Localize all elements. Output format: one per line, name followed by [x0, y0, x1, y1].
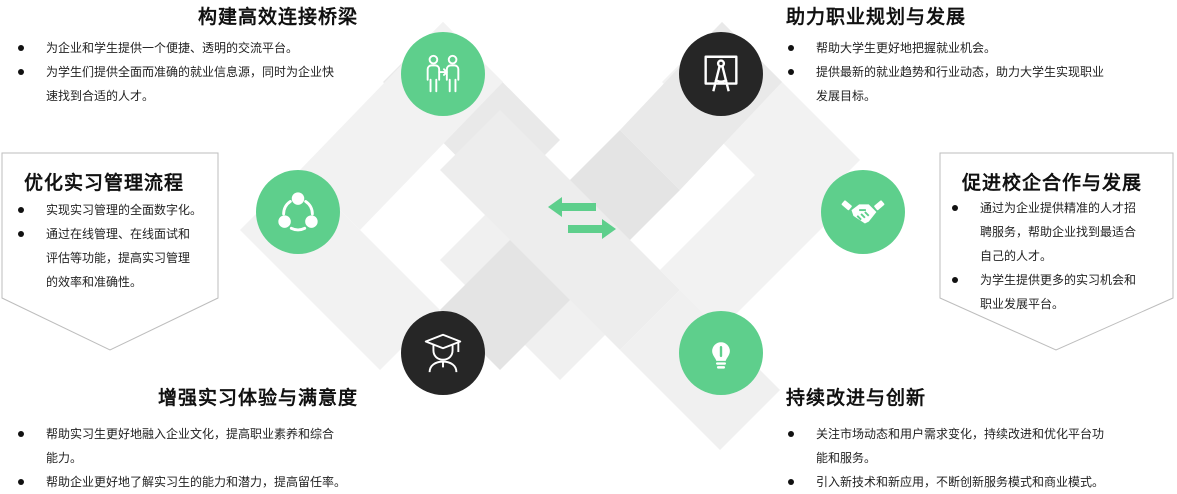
- list-item: 通过在线管理、在线面试和: [16, 222, 216, 246]
- ribbon-band: [440, 110, 680, 350]
- list-item-continued: 自己的人才。: [980, 249, 1053, 263]
- list-item-continued: 能力。: [46, 451, 83, 465]
- list-item: 引入新技术和新应用，不断创新服务模式和商业模式。: [786, 470, 1166, 494]
- list-item-continued: 能和服务。: [816, 451, 877, 465]
- mid-right-title: 促进校企合作与发展: [962, 172, 1143, 194]
- list-item-continued: 速找到合适的人才。: [46, 89, 155, 103]
- mid-right-list: 通过为企业提供精准的人才招 聘服务，帮助企业找到最适合 自己的人才。 为学生提供…: [950, 196, 1172, 316]
- mid-left-title: 优化实习管理流程: [24, 172, 185, 194]
- list-item-continued: 职业发展平台。: [980, 297, 1065, 311]
- list-item: 帮助企业更好地了解实习生的能力和潜力，提高留任率。: [16, 470, 396, 494]
- drafting-compass-icon: [679, 32, 763, 116]
- bottom-left-list: 帮助实习生更好地融入企业文化，提高职业素养和综合 能力。 帮助企业更好地了解实习…: [16, 422, 396, 494]
- list-item: 实现实习管理的全面数字化。: [16, 198, 216, 222]
- mid-left-card-outline: [1, 152, 219, 351]
- top-right-title: 助力职业规划与发展: [786, 6, 967, 28]
- handshake-icon: [821, 170, 905, 254]
- lightbulb-icon: [679, 311, 763, 395]
- list-item: 通过为企业提供精准的人才招: [950, 196, 1172, 220]
- list-item-continued: 聘服务，帮助企业找到最适合: [980, 225, 1137, 239]
- mid-left-list: 实现实习管理的全面数字化。 通过在线管理、在线面试和 评估等功能，提高实习管理 …: [16, 198, 216, 294]
- collaboration-people-icon: [401, 32, 485, 116]
- list-item: 提供最新的就业趋势和行业动态，助力大学生实现职业: [786, 60, 1156, 84]
- list-item: 帮助实习生更好地融入企业文化，提高职业素养和综合: [16, 422, 396, 446]
- bottom-right-title: 持续改进与创新: [786, 387, 927, 409]
- exchange-arrows-icon: [548, 197, 616, 239]
- list-item-continued: 发展目标。: [816, 89, 877, 103]
- list-item: 帮助大学生更好地把握就业机会。: [786, 36, 1156, 60]
- bottom-left-title: 增强实习体验与满意度: [158, 387, 359, 409]
- mid-right-card-outline: [939, 152, 1174, 351]
- list-item-continued: 评估等功能，提高实习管理: [46, 251, 191, 265]
- list-item: 为企业和学生提供一个便捷、透明的交流平台。: [16, 36, 376, 60]
- list-item: 为学生们提供全面而准确的就业信息源，同时为企业快: [16, 60, 376, 84]
- top-left-list: 为企业和学生提供一个便捷、透明的交流平台。 为学生们提供全面而准确的就业信息源，…: [16, 36, 376, 108]
- top-right-list: 帮助大学生更好地把握就业机会。 提供最新的就业趋势和行业动态，助力大学生实现职业…: [786, 36, 1156, 108]
- share-network-icon: [256, 170, 340, 254]
- ribbon-band: [660, 130, 860, 330]
- list-item: 关注市场动态和用户需求变化，持续改进和优化平台功: [786, 422, 1166, 446]
- list-item: 为学生提供更多的实习机会和: [950, 268, 1172, 292]
- list-item-continued: 的效率和准确性。: [46, 275, 143, 289]
- top-left-title: 构建高效连接桥梁: [198, 6, 359, 28]
- bottom-right-list: 关注市场动态和用户需求变化，持续改进和优化平台功 能和服务。 引入新技术和新应用…: [786, 422, 1166, 494]
- graduate-icon: [401, 311, 485, 395]
